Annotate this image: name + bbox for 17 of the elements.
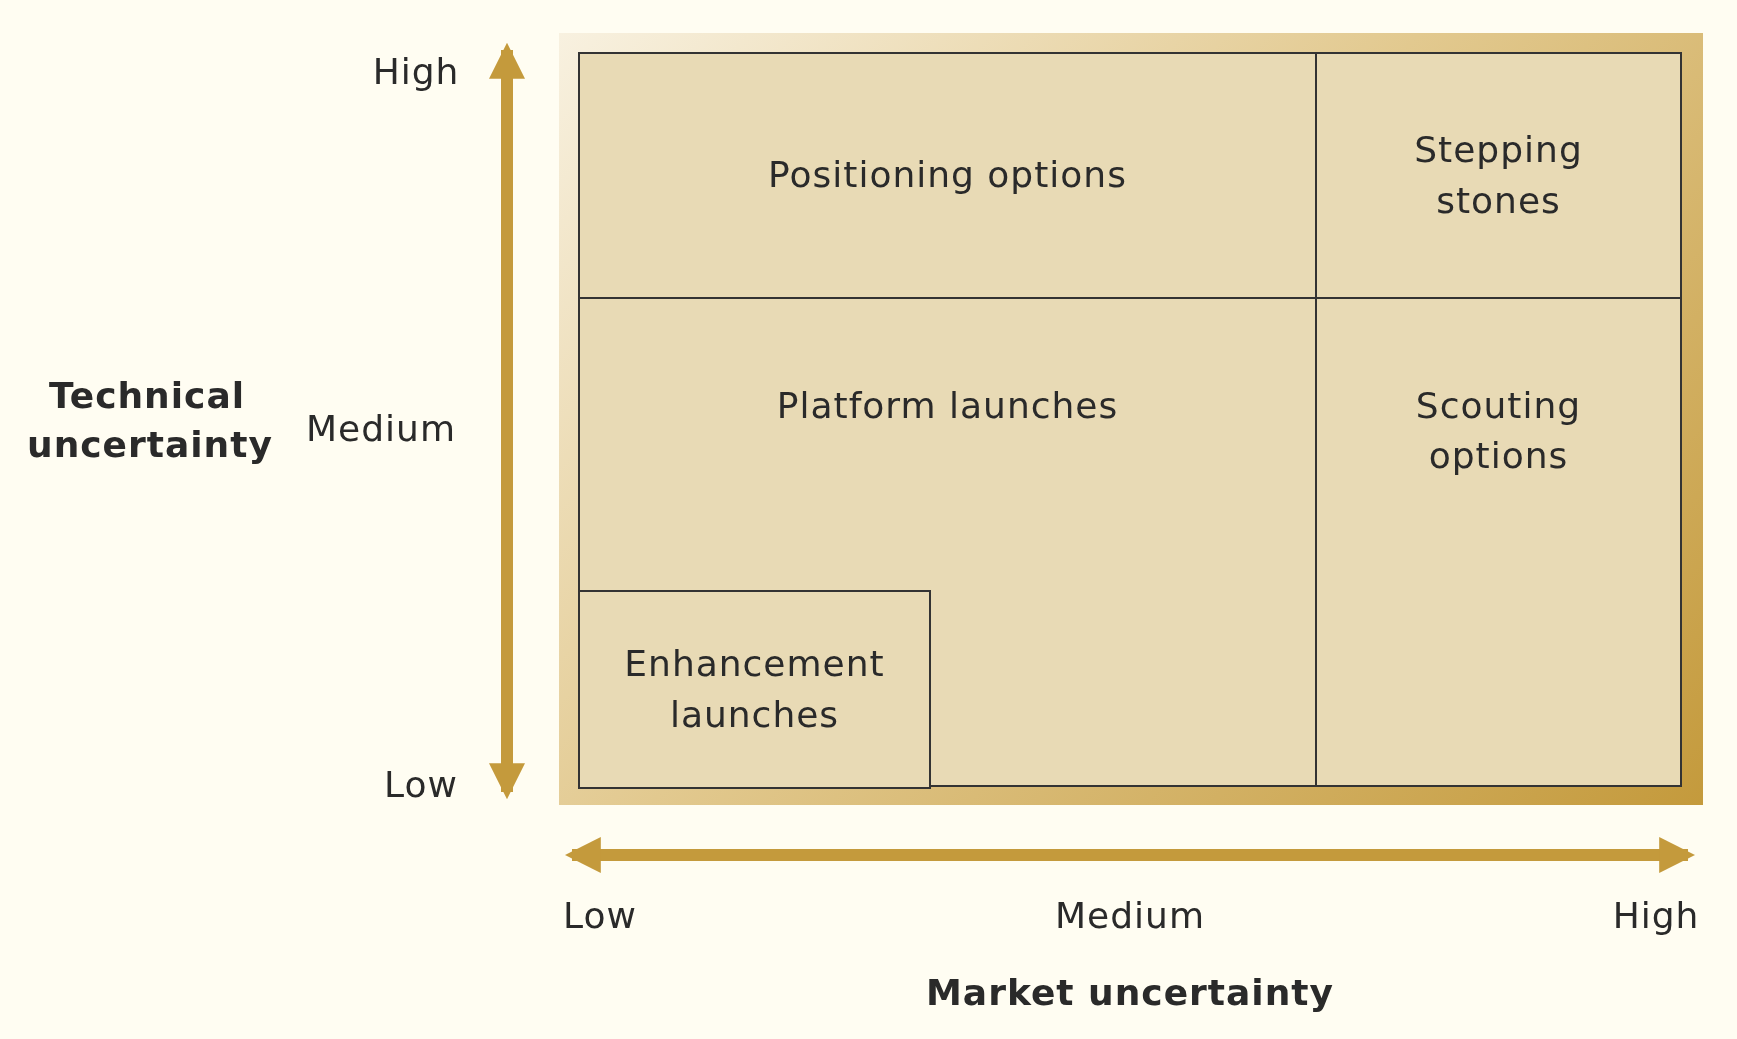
tick-label: Medium (1055, 894, 1205, 936)
cell-label: Positioning options (768, 153, 1127, 198)
tick-label: Low (384, 763, 458, 805)
matrix-cell (578, 590, 931, 789)
matrix-cell (1315, 297, 1682, 787)
matrix-cell (1315, 52, 1682, 299)
cell-label: Platform launches (776, 384, 1119, 428)
matrix-cell (578, 297, 1317, 787)
matrix-cell (578, 52, 1317, 299)
tick-label: Medium (306, 407, 456, 449)
cell-label: Scouting options (1414, 384, 1583, 479)
cell-label: Enhancement launches (623, 642, 886, 737)
cell-label: Stepping stones (1413, 128, 1584, 223)
axis-title: Market uncertainty (926, 970, 1334, 1015)
tick-label: High (372, 50, 460, 92)
tick-label: High (1612, 894, 1700, 936)
tick-label: Low (563, 894, 637, 936)
